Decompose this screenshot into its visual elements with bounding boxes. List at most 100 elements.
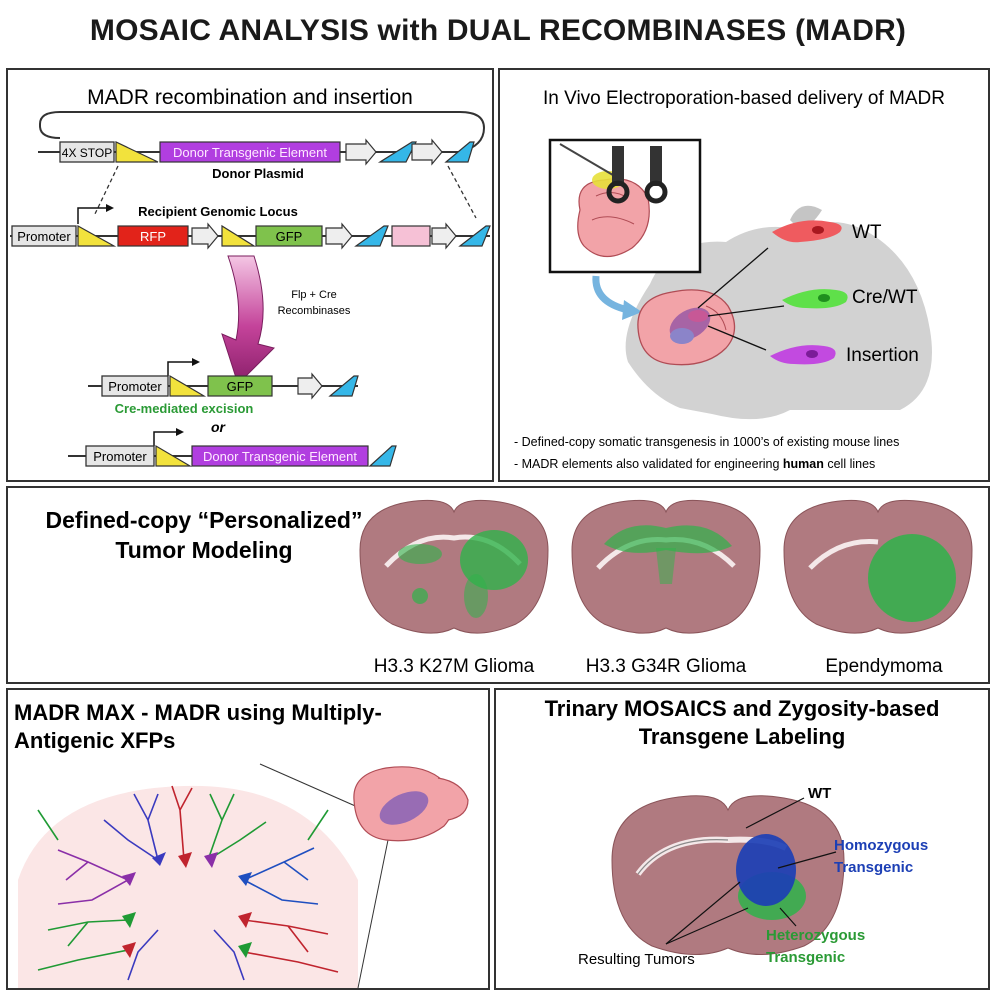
pointer-line <box>707 325 767 351</box>
delivery-heading: In Vivo Electroporation-based delivery o… <box>543 88 945 109</box>
trinary-heading-line2: Transgene Labeling <box>639 724 846 749</box>
guide-line <box>447 165 477 219</box>
gfp-label: GFP <box>276 229 303 244</box>
donor-element-label: Donor Transgenic Element <box>173 145 327 160</box>
tumor-heading-line1: Defined-copy “Personalized” <box>46 507 363 533</box>
insertion-cell-icon <box>770 345 836 365</box>
mouse-silhouette <box>625 222 932 420</box>
pointer-line <box>777 851 837 869</box>
frt-icon <box>354 225 389 247</box>
pointer-line <box>707 305 785 317</box>
gfp-box <box>207 375 273 397</box>
loxp-icon <box>169 374 207 397</box>
delivery-bullet-2: - MADR elements also validated for engin… <box>514 457 875 471</box>
cerebellum-icon <box>437 777 469 821</box>
arrow-element-icon <box>297 372 323 400</box>
delivery-diagram: In Vivo Electroporation-based delivery o… <box>514 88 945 471</box>
electrode-icon <box>650 146 662 186</box>
brain-section-g34r <box>571 499 761 634</box>
arrow-element-icon <box>431 222 457 250</box>
pink-element-box <box>391 225 431 247</box>
loxp-icon <box>221 224 257 247</box>
loxp-icon <box>115 141 159 163</box>
guide-line <box>93 165 119 217</box>
heterozygous-line2: Transgenic <box>766 949 845 966</box>
wt-cell-nucleus <box>812 226 824 234</box>
arrow-element-icon <box>325 222 353 250</box>
or-label: or <box>211 419 227 435</box>
promoter-label: Promoter <box>108 379 162 394</box>
panel-madr-max: MADR MAX - MADR using Multiply- Antigeni… <box>6 688 490 990</box>
trinary-heading-line1: Trinary MOSAICS and Zygosity-based <box>545 696 940 721</box>
stop-label: 4X STOP <box>62 146 112 160</box>
recombination-heading: MADR recombination and insertion <box>87 86 413 109</box>
insertion-cell-nucleus <box>806 350 818 358</box>
recombination-arrow-icon <box>221 255 275 385</box>
brain-section-ependymoma <box>783 499 973 634</box>
brain-section-k27m <box>359 499 549 634</box>
homozygous-line2: Transgenic <box>834 859 913 876</box>
pipette-icon <box>559 143 619 179</box>
recombinases-line1: Flp + Cre <box>291 289 337 301</box>
pointer-line <box>665 881 741 945</box>
cell-wt-label: WT <box>852 222 882 243</box>
tumor-label-k27m: H3.3 K27M Glioma <box>374 656 535 677</box>
promoter-label: Promoter <box>17 229 71 244</box>
heterozygous-line1: Heterozygous <box>766 927 865 944</box>
recombination-diagram: MADR recombination and insertion 4X STOP… <box>10 86 491 467</box>
promoter-arrow-head <box>176 428 184 436</box>
zoom-line <box>357 839 389 988</box>
pointer-line <box>697 247 769 309</box>
tumor-label-g34r: H3.3 G34R Glioma <box>586 656 747 677</box>
excision-label: Cre-mediated excision <box>115 401 254 416</box>
tumor-label-ependymoma: Ependymoma <box>825 656 943 677</box>
donor-element-box <box>159 141 341 163</box>
rfp-label: RFP <box>140 229 166 244</box>
trinary-wt-label: WT <box>808 785 831 802</box>
delivery-bullet-1: - Defined-copy somatic transgenesis in 1… <box>514 435 899 449</box>
arrow-element-icon <box>345 138 377 166</box>
promoter-arrow-head <box>106 204 114 212</box>
cre-cell-nucleus <box>818 294 830 302</box>
donor-element-label: Donor Transgenic Element <box>203 449 357 464</box>
neuron-dendrites <box>37 785 339 981</box>
delivery-arrow-head <box>622 300 642 320</box>
cell-cre-label: Cre/WT <box>852 287 918 308</box>
electroporated-cells <box>669 307 711 344</box>
loxp-icon <box>77 224 117 247</box>
cell-insertion-label: Insertion <box>846 345 919 366</box>
panel-delivery: In Vivo Electroporation-based delivery o… <box>498 68 990 482</box>
recipient-locus-label: Recipient Genomic Locus <box>138 204 298 219</box>
max-heading-line1: MADR MAX - MADR using Multiply- <box>14 700 382 725</box>
frt-icon <box>444 141 475 163</box>
promoter-arrow <box>77 207 106 224</box>
electrode-paddle-icon <box>644 180 668 204</box>
homozygous-line1: Homozygous <box>834 837 928 854</box>
promoter-arrow <box>153 431 176 446</box>
max-heading-line2: Antigenic XFPs <box>14 728 175 753</box>
promoter-arrow-head <box>192 358 200 366</box>
loxp-icon <box>155 444 193 467</box>
promoter-arrow <box>167 361 192 376</box>
madr-max-diagram: MADR MAX - MADR using Multiply- Antigeni… <box>14 700 469 988</box>
arrow-element-icon <box>411 138 443 166</box>
plasmid-backbone <box>38 111 486 153</box>
labeled-neurons-icon <box>379 791 429 825</box>
frt-icon <box>458 225 491 247</box>
tumor-modeling-diagram: Defined-copy “Personalized” Tumor Modeli… <box>46 499 973 677</box>
stop-cassette <box>59 141 115 163</box>
cre-cell-icon <box>782 289 848 309</box>
tumor-heading-line2: Tumor Modeling <box>115 537 292 563</box>
donor-element-box <box>191 445 369 467</box>
arrow-element-icon <box>191 222 219 250</box>
electrode-icon <box>612 146 624 186</box>
delivery-arrow <box>592 275 629 314</box>
panel-trinary: Trinary MOSAICS and Zygosity-based Trans… <box>494 688 990 990</box>
pointer-line <box>745 797 805 829</box>
promoter-label: Promoter <box>93 449 147 464</box>
rfp-box <box>117 225 189 247</box>
electrode-paddle-icon <box>606 180 630 204</box>
frt-icon <box>377 141 417 163</box>
frt-icon <box>328 375 359 397</box>
pointer-line <box>665 907 749 945</box>
